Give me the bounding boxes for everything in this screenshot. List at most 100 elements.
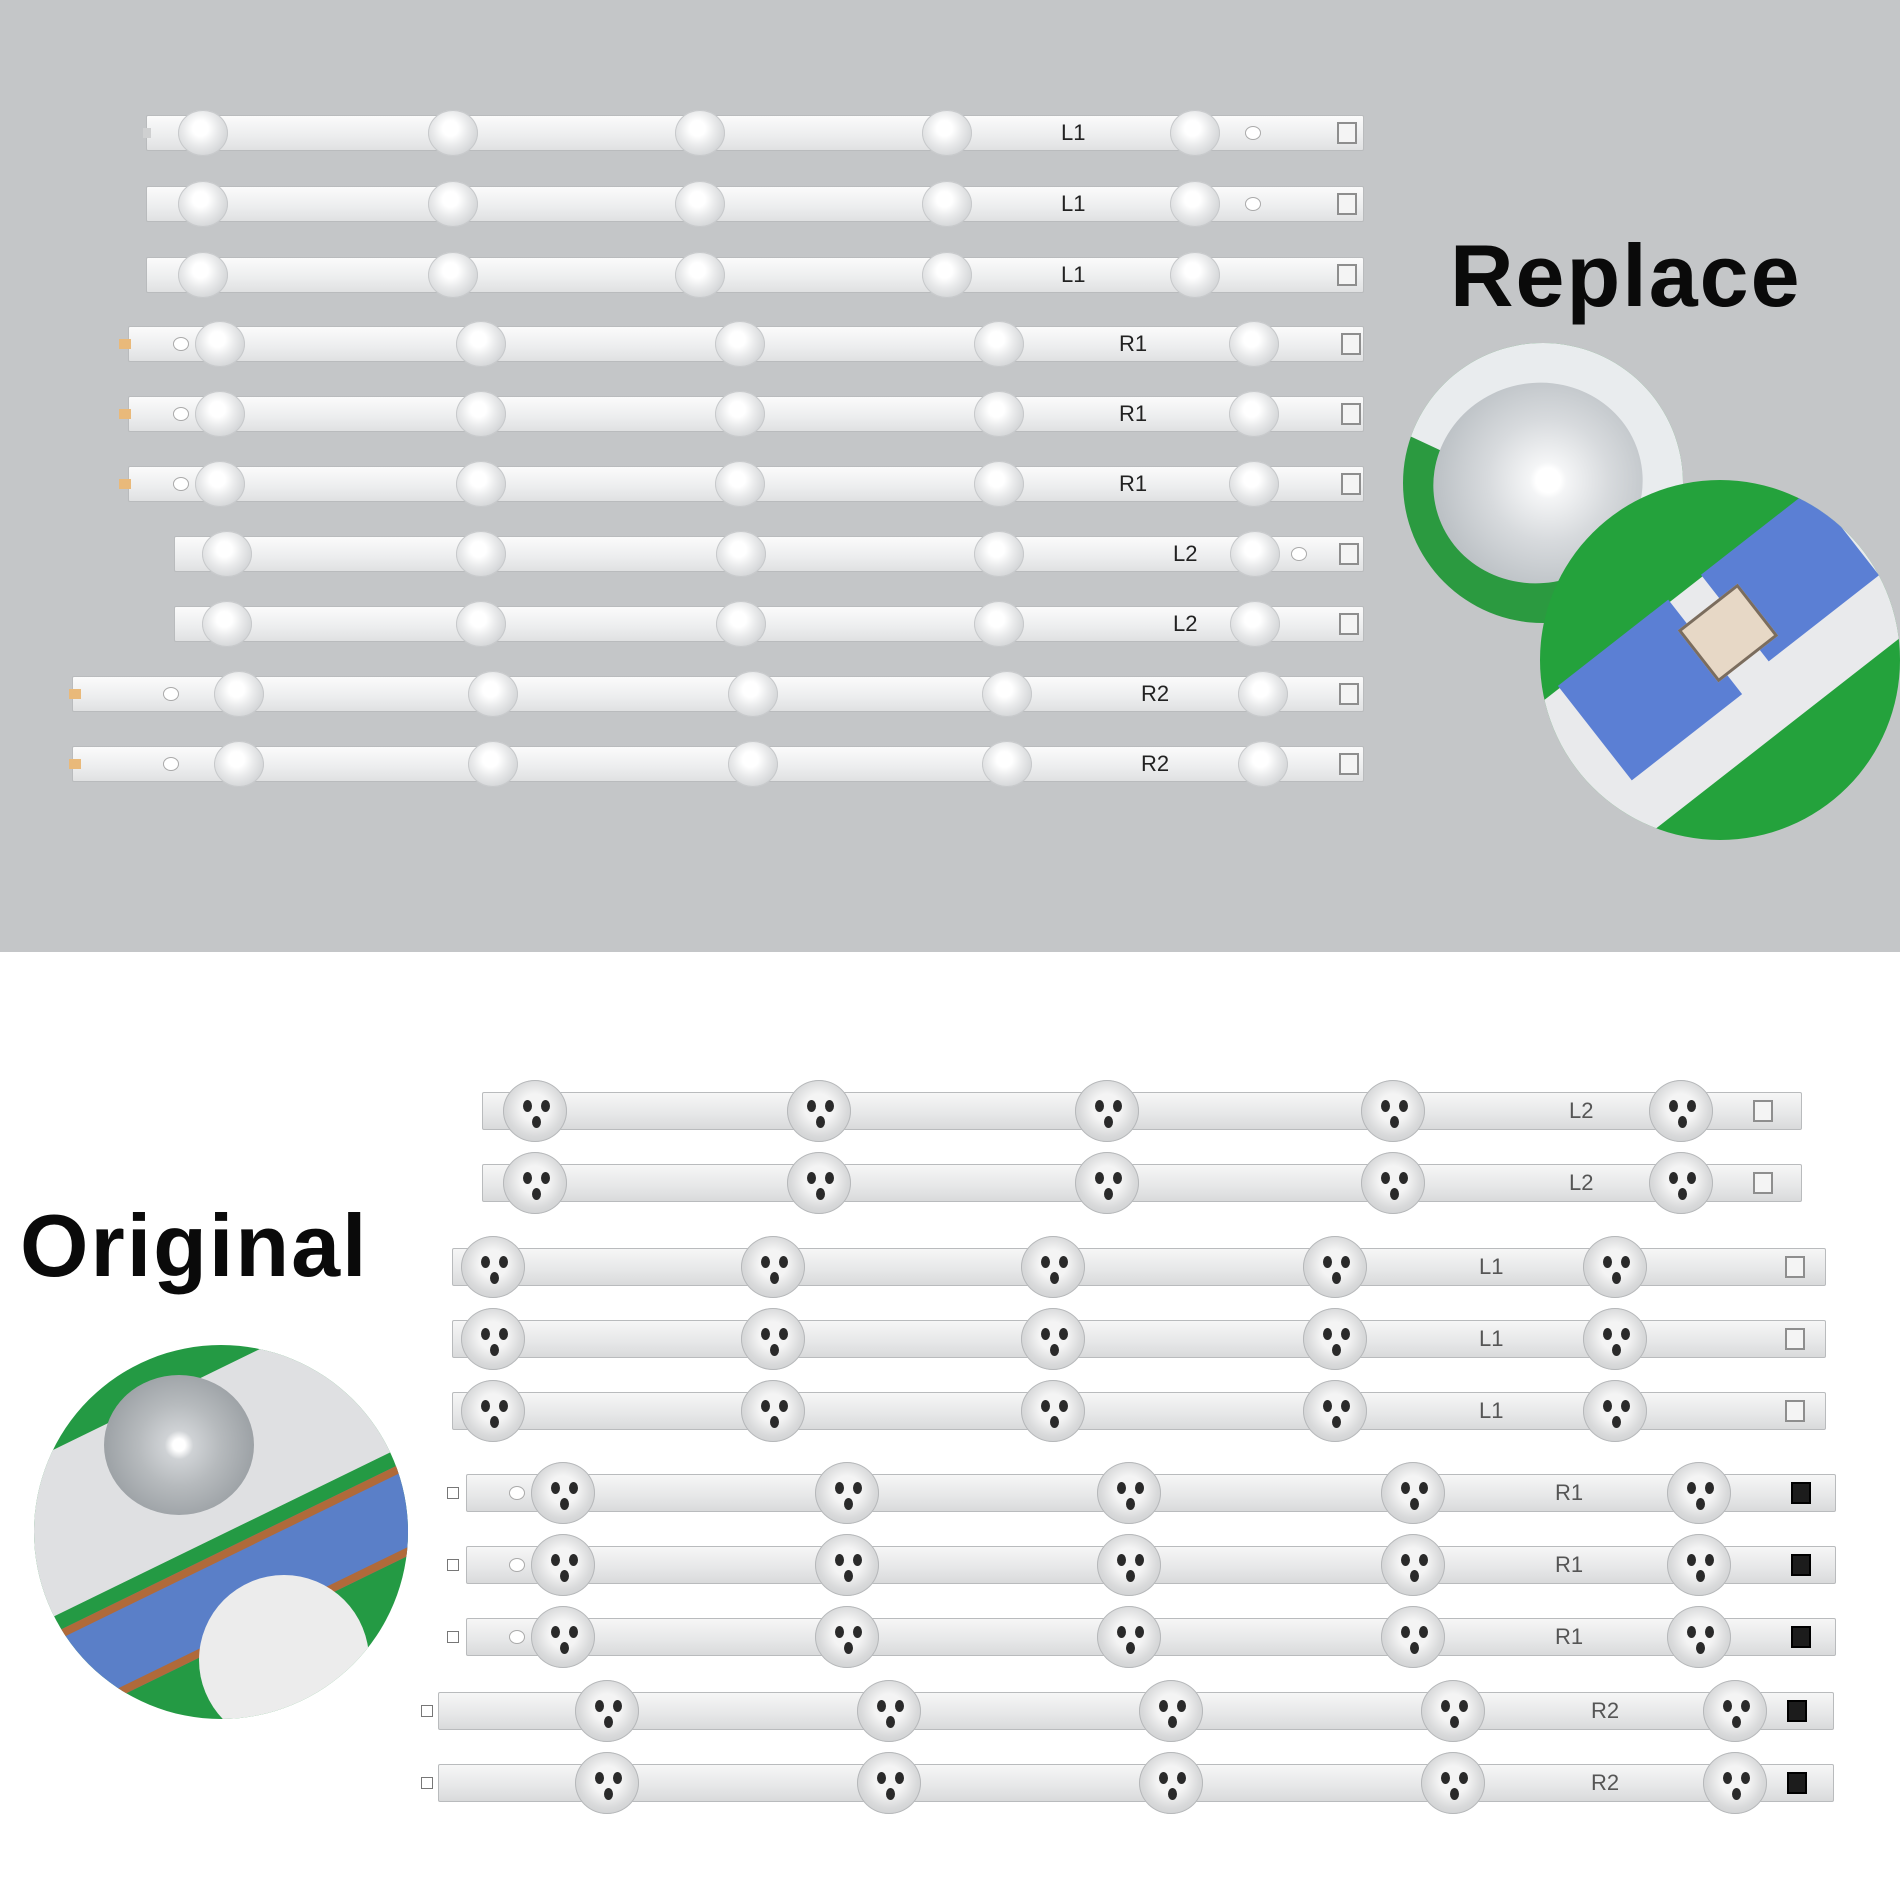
led-lens [1097,1534,1161,1596]
led-lens [468,671,518,717]
led-lens [1381,1534,1445,1596]
original-strip: L1 [452,1236,1826,1298]
strip-connector [1337,264,1357,286]
led-lens [1230,531,1280,577]
strip-label: L1 [1479,1398,1504,1423]
led-lens [922,110,972,156]
led-lens [1075,1080,1139,1142]
led-lens [531,1606,595,1668]
replace-strip: R1 [119,391,1364,437]
strip-label: L2 [1569,1098,1594,1123]
led-lens [428,110,478,156]
led-lens [214,741,264,787]
led-lens [1139,1680,1203,1742]
mount-hole [509,1558,525,1572]
mount-hole [173,407,189,421]
replace-strip: R1 [119,461,1364,507]
strip-connector [1341,333,1361,355]
replace-heading: Replace [1450,226,1802,325]
led-lens [1667,1462,1731,1524]
led-lens [715,461,765,507]
strip-label: L1 [1061,120,1086,145]
led-lens [675,252,725,298]
original-strip: L2 [482,1152,1802,1214]
replace-strip: L2 [174,601,1364,647]
original-heading: Original [20,1196,369,1295]
led-lens [428,252,478,298]
mount-hole [173,337,189,351]
led-lens [716,601,766,647]
led-lens [456,461,506,507]
led-lens [974,461,1024,507]
led-lens [1667,1534,1731,1596]
strip-label: R1 [1119,331,1148,356]
led-lens [1381,1606,1445,1668]
strip-connector [1339,543,1359,565]
mount-hole [1245,197,1261,211]
led-lens [1583,1308,1647,1370]
strip-tab [119,479,131,489]
strip-tab [119,409,131,419]
led-lens [857,1752,921,1814]
led-lens [202,601,252,647]
led-lens [922,252,972,298]
strip-label: L1 [1061,262,1086,287]
strip-connector [1785,1400,1805,1422]
led-lens [815,1462,879,1524]
led-lens [1170,252,1220,298]
led-lens [178,110,228,156]
strip-connector [1339,753,1359,775]
mount-hole [1245,126,1261,140]
original-section: Original L2 L2 L1 L1 [0,952,1900,1900]
led-lens [468,741,518,787]
mount-hole [163,757,179,771]
led-lens [1703,1680,1767,1742]
strip-label: R1 [1555,1552,1584,1577]
strip-label: R2 [1141,681,1170,706]
led-lens [1303,1308,1367,1370]
replace-strip: L1 [143,110,1364,156]
led-lens [1303,1236,1367,1298]
led-lens [1361,1152,1425,1214]
led-lens [1229,461,1279,507]
strip-connector [1339,613,1359,635]
strip-connector [1753,1172,1773,1194]
strip-label: L2 [1173,611,1198,636]
strip-label: L2 [1569,1170,1594,1195]
led-lens [1229,391,1279,437]
led-lens [1667,1606,1731,1668]
led-lens [456,601,506,647]
original-strip: R1 [447,1606,1836,1668]
led-lens [974,321,1024,367]
led-lens [202,531,252,577]
led-lens [1303,1380,1367,1442]
original-strip: L1 [452,1308,1826,1370]
replace-strip: R2 [69,741,1364,787]
led-lens [1230,601,1280,647]
led-lens [575,1752,639,1814]
led-lens [728,671,778,717]
original-strip: L1 [452,1380,1826,1442]
led-lens [1238,671,1288,717]
led-lens [815,1606,879,1668]
led-lens [1075,1152,1139,1214]
original-strip: R2 [421,1752,1834,1814]
led-lens [178,181,228,227]
strip-tab [119,339,131,349]
strip-tab [421,1705,433,1717]
strip-connector [1787,1772,1807,1794]
original-strip: R2 [421,1680,1834,1742]
led-lens [787,1152,851,1214]
led-lens [456,391,506,437]
led-lens [715,321,765,367]
replace-strip: L1 [146,181,1364,227]
led-lens [715,391,765,437]
strip-tab [447,1487,459,1499]
led-lens [575,1680,639,1742]
strip-label: R1 [1555,1624,1584,1649]
strip-label: R2 [1591,1770,1620,1795]
led-lens [503,1152,567,1214]
original-led-closeup [34,1345,408,1719]
led-lens [974,391,1024,437]
strip-label: R2 [1591,1698,1620,1723]
